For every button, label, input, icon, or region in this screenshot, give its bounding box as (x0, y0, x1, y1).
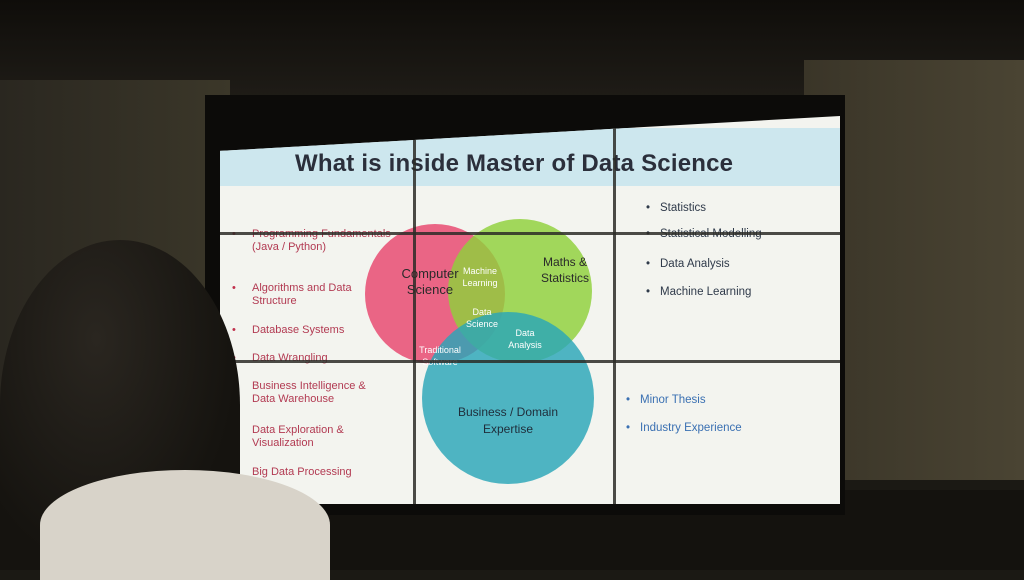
screen-bezel (413, 116, 416, 504)
business-domain-circle (422, 312, 594, 484)
business-label-1: Business / Domain (458, 405, 558, 419)
projected-slide: What is inside Master of Data Science Pr… (220, 116, 840, 504)
ds-label-2: Science (466, 319, 498, 329)
ml-label-1: Machine (463, 266, 497, 276)
list-item: Algorithms and Data Structure (232, 282, 392, 308)
list-item: Machine Learning (646, 286, 751, 298)
maths-label-1: Maths & (543, 255, 587, 269)
screen-bezel (220, 232, 840, 235)
da-label-2: Analysis (508, 340, 542, 350)
da-label-1: Data (515, 328, 534, 338)
ml-label-2: Learning (462, 278, 497, 288)
audience-shoulder (40, 470, 330, 580)
ts-label-1: Traditional (419, 345, 461, 355)
list-item: Database Systems (232, 324, 392, 337)
slide-title: What is inside Master of Data Science (295, 150, 734, 177)
business-label-2: Expertise (483, 422, 533, 436)
cs-label-2: Science (407, 282, 453, 297)
screen-bezel (220, 360, 840, 363)
list-item: Data Analysis (646, 258, 730, 270)
list-item: Minor Thesis (626, 394, 706, 406)
ds-label-1: Data (472, 307, 491, 317)
venn-diagram: Computer Science Maths & Statistics Mach… (365, 219, 594, 484)
list-item: Statistics (646, 202, 706, 214)
screen-bezel (613, 116, 616, 504)
cs-label-1: Computer (401, 266, 459, 281)
list-item: Industry Experience (626, 422, 742, 434)
maths-label-2: Statistics (541, 271, 589, 285)
